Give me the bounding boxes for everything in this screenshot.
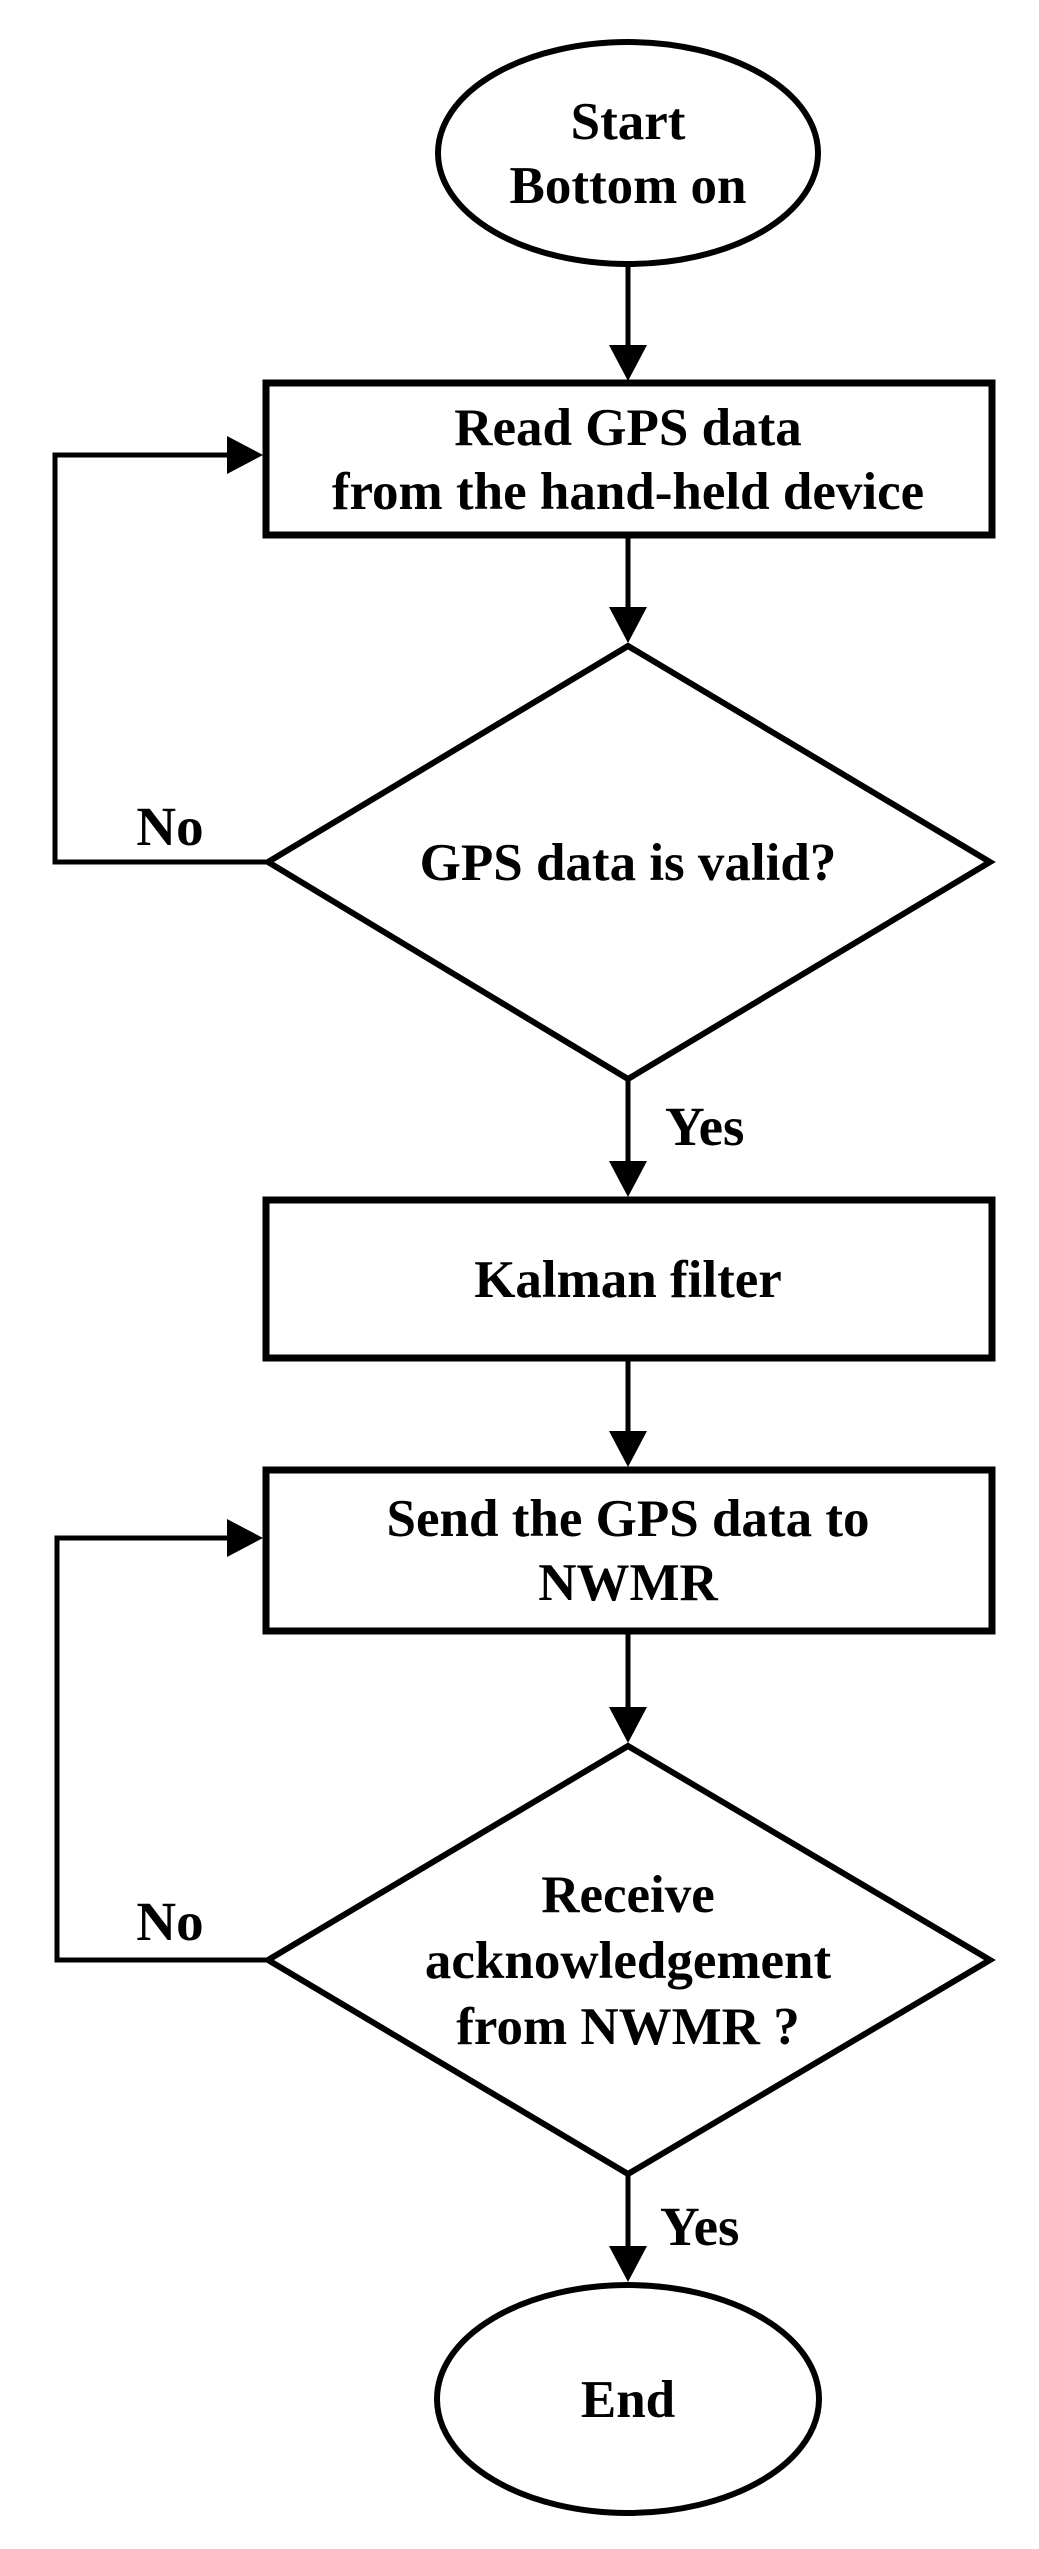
send-gps-label-line1: Send the GPS data to <box>387 1490 870 1548</box>
arrow-send-gps-to-receive-ack <box>609 1633 647 1743</box>
kalman-filter-node <box>262 1196 996 1362</box>
arrowhead-icon <box>609 2246 647 2282</box>
read-gps-label-line1: Read GPS data <box>454 399 801 457</box>
send-gps-node <box>262 1466 996 1635</box>
end-node <box>434 2282 822 2516</box>
receive-ack-no-label: No <box>136 1891 203 1952</box>
start-node <box>435 39 821 267</box>
receive-ack-label-line2: acknowledgement <box>425 1932 832 1990</box>
arrowhead-icon <box>609 607 647 643</box>
arrowhead-icon <box>609 1161 647 1197</box>
arrow-start-to-read-gps <box>609 264 647 381</box>
arrow-kalman-to-send-gps <box>609 1360 647 1467</box>
arrowhead-icon <box>609 1707 647 1743</box>
loop-line <box>52 452 268 865</box>
receive-ack-label-line3: from NWMR ? <box>456 1998 799 2056</box>
gps-valid-no-label: No <box>136 796 203 857</box>
start-node-label-line2: Bottom on <box>509 157 746 215</box>
loop-line <box>54 1535 268 1963</box>
arrowhead-icon <box>609 1431 647 1467</box>
no-loop-gps-valid: No <box>52 436 268 865</box>
receive-ack-label-line1: Receive <box>541 1866 715 1924</box>
arrowhead-icon <box>227 1519 263 1557</box>
arrow-gps-valid-to-kalman: Yes <box>609 1079 744 1197</box>
read-gps-node <box>262 379 996 539</box>
receive-ack-yes-label: Yes <box>660 2196 739 2257</box>
no-loop-receive-ack: No <box>54 1519 268 1963</box>
end-node-label: End <box>581 2371 675 2429</box>
gps-valid-label: GPS data is valid? <box>420 834 837 892</box>
start-node-label-line1: Start <box>571 93 686 151</box>
arrowhead-icon <box>227 436 263 474</box>
gps-valid-yes-label: Yes <box>665 1096 744 1157</box>
read-gps-label-line2: from the hand-held device <box>332 463 924 521</box>
kalman-filter-label: Kalman filter <box>474 1251 782 1309</box>
arrowhead-icon <box>609 345 647 381</box>
send-gps-label-line2: NWMR <box>538 1554 718 1612</box>
arrow-receive-ack-to-end: Yes <box>609 2174 739 2282</box>
arrow-read-gps-to-gps-valid <box>609 537 647 643</box>
